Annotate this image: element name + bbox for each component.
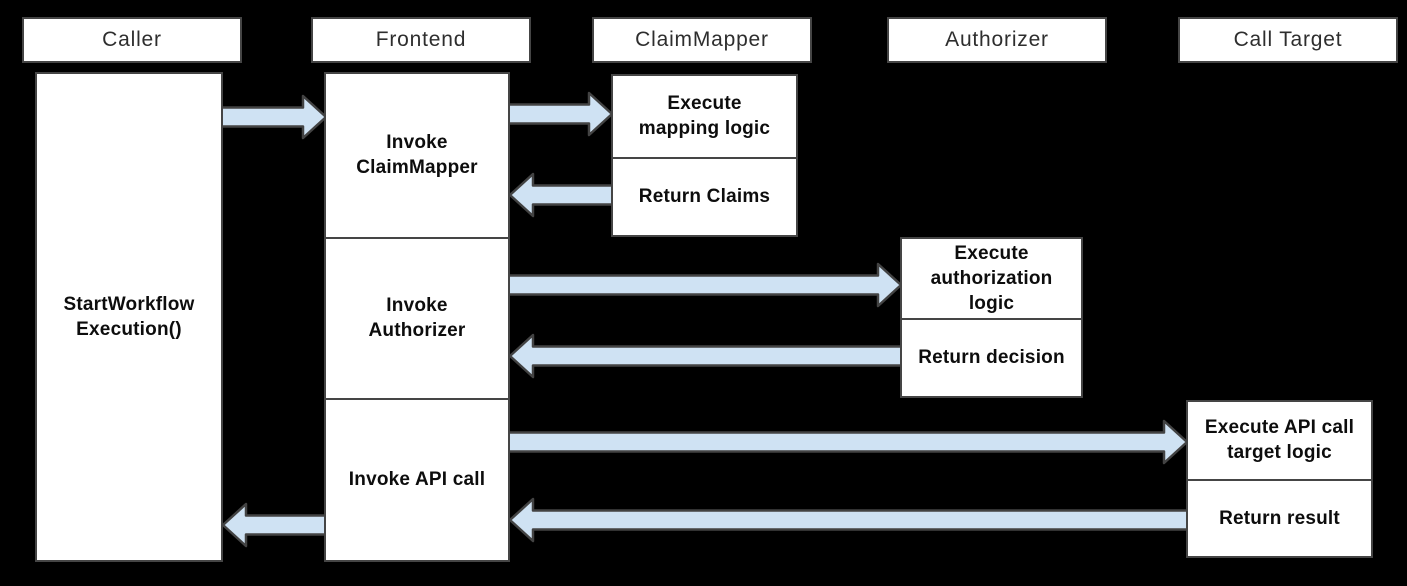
step-box-execute-api-call-target-logic: Execute API call target logic [1188,402,1371,479]
step-label: Return decision [918,347,1065,369]
step-label: Return result [1219,507,1340,529]
step-box-execute-authorization-logic: Execute authorization logic [902,239,1081,318]
step-label: Execute authorization logic [930,242,1053,314]
activation-caller: StartWorkflow Execution() [35,72,223,562]
step-label: Execute mapping logic [638,93,771,140]
arrow-frontend-to-calltarget [503,419,1189,465]
step-box-return-claims: Return Claims [613,156,796,236]
lifeline-header-caller: Caller [22,17,242,63]
lifeline-header-label: Frontend [375,28,467,51]
lifeline-header-label: Call Target [1233,28,1343,51]
step-box-invoke-api-call: Invoke API call [326,397,508,561]
step-label: Return Claims [638,186,771,208]
activation-calltarget: Execute API call target logic Return res… [1186,400,1373,558]
lifeline-header-label: Caller [102,28,162,51]
lifeline-header-claimmapper: ClaimMapper [592,17,812,63]
step-box-invoke-authorizer: Invoke Authorizer [326,236,508,398]
step-box-invoke-claimmapper: Invoke ClaimMapper [326,74,508,237]
step-label: Invoke ClaimMapper [356,132,478,179]
step-label: Execute API call target logic [1204,417,1355,464]
step-label: Invoke API call [348,469,486,491]
lifeline-header-authorizer: Authorizer [887,17,1107,63]
step-label: Invoke Authorizer [368,295,466,341]
step-box-return-result: Return result [1188,478,1371,557]
arrow-authorizer-return-to-frontend [508,333,907,379]
lifeline-header-calltarget: Call Target [1178,17,1398,63]
step-label: StartWorkflow Execution() [63,294,195,340]
lifeline-header-frontend: Frontend [311,17,531,63]
lifeline-header-label: ClaimMapper [635,28,769,51]
arrow-frontend-return-to-caller [221,502,332,548]
arrow-claimmapper-return-to-frontend [508,172,618,218]
activation-frontend: Invoke ClaimMapper Invoke Authorizer Inv… [324,72,510,562]
arrow-calltarget-return-to-frontend [508,497,1193,543]
step-box-return-decision: Return decision [902,317,1081,397]
step-box-execute-mapping-logic: Execute mapping logic [613,76,796,157]
activation-claimmapper: Execute mapping logic Return Claims [611,74,798,237]
lifeline-header-label: Authorizer [945,28,1049,51]
step-box-startworkflow-execution: StartWorkflow Execution() [37,74,221,560]
arrow-frontend-to-claimmapper [503,91,614,137]
activation-authorizer: Execute authorization logic Return decis… [900,237,1083,398]
arrow-caller-to-frontend [216,94,328,140]
arrow-frontend-to-authorizer [503,262,903,308]
